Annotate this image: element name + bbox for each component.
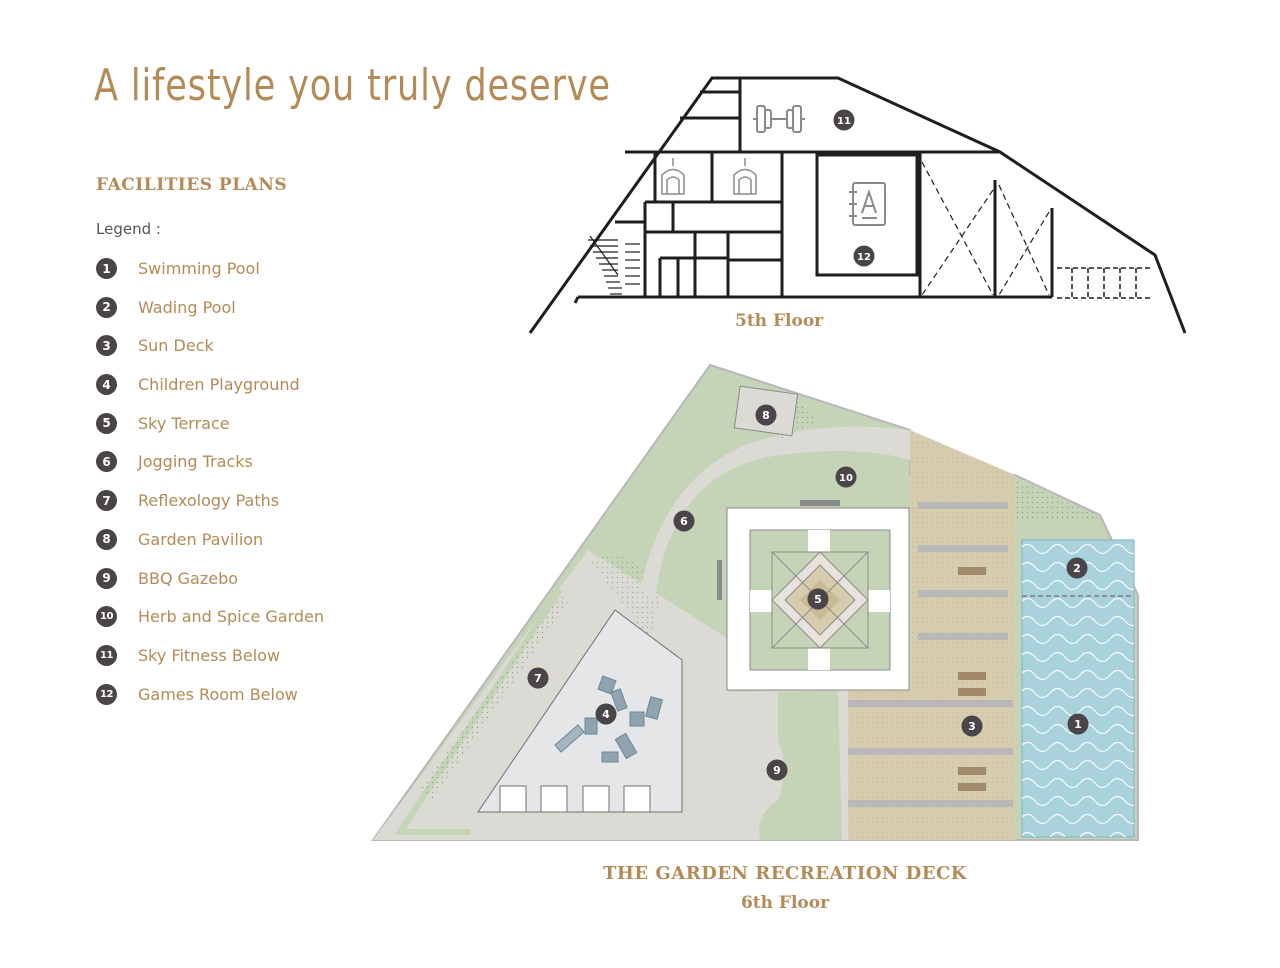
legend-item: 11 Sky Fitness Below (96, 644, 324, 684)
number-badge: 12 (96, 683, 117, 705)
map-marker-9: 9 (766, 759, 788, 781)
address-book-icon (849, 182, 886, 226)
marker-number: 1 (1074, 718, 1082, 731)
map-marker-8: 8 (755, 404, 777, 426)
sky-terrace (717, 500, 910, 691)
jogging-track (640, 426, 910, 600)
number-badge: 6 (96, 451, 117, 473)
legend-item-label: BBQ Gazebo (138, 568, 239, 588)
playground-structure-icon (554, 675, 663, 763)
deck-caption-floor: 6th Floor (740, 893, 830, 913)
dumbbell-icon (753, 105, 805, 133)
map-marker-12: 12 (853, 245, 875, 267)
marker-number: 6 (680, 515, 688, 528)
page-headline: A lifestyle you truly deserve (94, 60, 611, 111)
marker-number: 2 (1073, 562, 1081, 575)
map-marker-5: 5 (807, 588, 829, 610)
legend-item: 9 BBQ Gazebo (96, 567, 324, 607)
marker-number: 4 (602, 708, 610, 721)
legend-item: 5 Sky Terrace (96, 412, 324, 452)
number-badge: 3 (96, 335, 117, 357)
map-marker-4: 4 (595, 703, 617, 725)
swimming-pool (1021, 539, 1135, 838)
legend-item: 12 Games Room Below (96, 683, 324, 723)
legend-item-label: Sky Terrace (138, 413, 230, 433)
legend-item: 4 Children Playground (96, 374, 324, 413)
deck-caption-title: THE GARDEN RECREATION DECK (603, 863, 967, 884)
legend-item-label: Jogging Tracks (138, 452, 253, 472)
marker-number: 7 (534, 672, 542, 685)
map-marker-3: 3 (961, 715, 983, 737)
marker-number: 10 (839, 473, 853, 484)
legend-item-label: Sky Fitness Below (138, 645, 281, 665)
fifth-floor-caption: 5th Floor (735, 311, 824, 331)
map-marker-10: 10 (835, 466, 857, 488)
map-marker-1: 1 (1067, 713, 1089, 735)
number-badge: 2 (96, 296, 117, 318)
legend-item-label: Games Room Below (138, 684, 298, 704)
legend-item-label: Children Playground (138, 375, 300, 395)
map-marker-2: 2 (1066, 557, 1088, 579)
legend-item: 3 Sun Deck (96, 335, 324, 374)
map-marker-6: 6 (673, 510, 695, 532)
legend-item-label: Wading Pool (138, 297, 236, 317)
number-badge: 5 (96, 412, 117, 434)
map-marker-7: 7 (527, 667, 549, 689)
number-badge: 4 (96, 374, 117, 396)
number-badge: 8 (96, 528, 117, 550)
map-marker-11: 11 (833, 109, 855, 131)
mosque-arch-icon (661, 158, 685, 195)
legend-item: 7 Reflexology Paths (96, 490, 324, 529)
legend-item-label: Swimming Pool (138, 259, 260, 278)
marker-number: 9 (773, 764, 781, 777)
legend-list: 1 Swimming Pool 2 Wading Pool 3 Sun Deck 4 C… (96, 258, 324, 722)
number-badge: 7 (96, 490, 117, 512)
legend-item-label: Herb and Spice Garden (138, 607, 325, 627)
mosque-arch-icon (733, 158, 757, 195)
number-badge: 9 (96, 567, 117, 589)
legend-item: 10 Herb and Spice Garden (96, 606, 324, 645)
marker-number: 5 (814, 593, 822, 606)
legend-label: Legend : (96, 220, 161, 238)
marker-number: 11 (837, 116, 851, 127)
section-title: FACILITIES PLANS (96, 175, 288, 195)
legend-item: 8 Garden Pavilion (96, 528, 324, 568)
legend-item-label: Sun Deck (138, 336, 214, 356)
number-badge: 11 (96, 644, 117, 666)
legend-item: 6 Jogging Tracks (96, 451, 324, 490)
legend-item-label: Garden Pavilion (138, 529, 264, 549)
legend-item: 2 Wading Pool (96, 296, 324, 336)
marker-number: 12 (857, 252, 871, 263)
children-playground (477, 609, 683, 813)
number-badge: 10 (96, 606, 117, 628)
marker-number: 3 (968, 720, 976, 733)
number-badge: 1 (96, 258, 117, 279)
marker-number: 8 (762, 409, 770, 422)
legend-item-label: Reflexology Paths (138, 491, 280, 511)
legend-item: 1 Swimming Pool (96, 258, 324, 297)
